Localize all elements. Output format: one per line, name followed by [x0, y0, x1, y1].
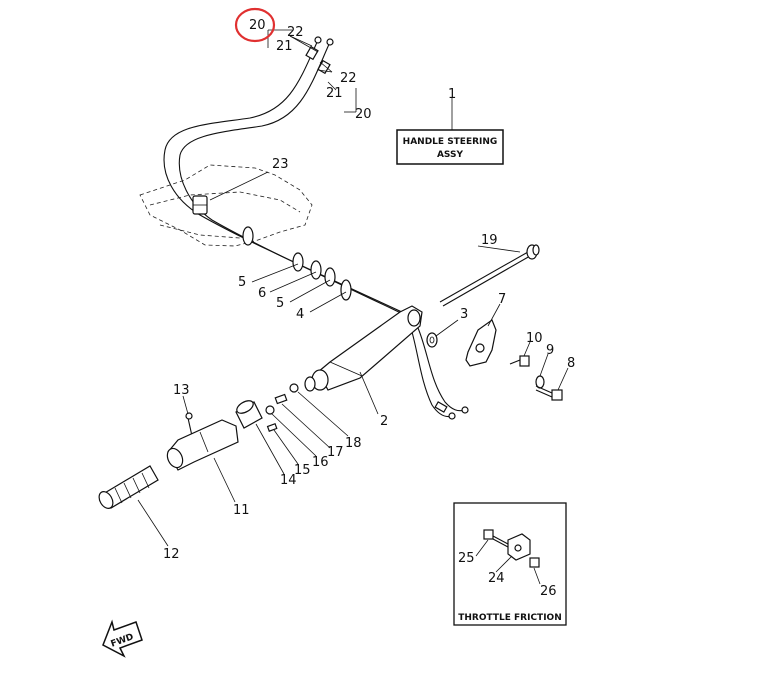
callout-3: 3	[460, 307, 468, 322]
title-box: HANDLE STEERING ASSY	[396, 129, 504, 165]
callout-4: 4	[296, 307, 304, 322]
callout-7: 7	[498, 292, 506, 307]
bolt-8	[535, 385, 563, 401]
callout-20-top: 20	[249, 18, 266, 33]
callout-23: 23	[272, 157, 289, 172]
leader-lines	[137, 29, 569, 547]
steering-arm-2	[304, 305, 423, 392]
callout-14: 14	[280, 473, 297, 488]
callout-25: 25	[458, 551, 475, 566]
callout-22-top: 22	[287, 25, 304, 40]
cable-end-top	[305, 36, 334, 75]
callout-5-upper: 5	[238, 275, 246, 290]
callout-22-bottom: 22	[340, 71, 357, 86]
washer-3	[426, 332, 438, 348]
small-parts-15-18	[265, 383, 299, 432]
callout-6: 6	[258, 286, 266, 301]
callout-13: 13	[173, 383, 190, 398]
throttle-friction-inset: 25 24 26 THROTTLE FRICTION	[453, 502, 567, 626]
grommet-23	[192, 195, 208, 215]
callout-2: 2	[380, 414, 388, 429]
callout-19: 19	[481, 233, 498, 248]
callout-16: 16	[312, 455, 329, 470]
callout-20-bottom: 20	[355, 107, 372, 122]
callout-1: 1	[448, 87, 456, 102]
title-line-1: HANDLE STEERING	[403, 137, 498, 147]
fwd-arrow: FWD	[102, 619, 143, 658]
screw-13	[185, 412, 193, 437]
callout-12: 12	[163, 547, 180, 562]
grip-12	[98, 465, 159, 509]
nut-26	[529, 557, 540, 568]
cable-end-bottom	[434, 401, 469, 420]
callout-18: 18	[345, 436, 362, 451]
highlight-circle	[234, 7, 276, 43]
collar-14	[235, 400, 263, 429]
callout-26: 26	[540, 584, 557, 599]
friction-block-24	[507, 533, 531, 561]
throttle-tube-11	[166, 419, 239, 471]
shaft-19	[439, 244, 540, 307]
callout-9: 9	[546, 343, 554, 358]
bolt-25	[483, 529, 509, 548]
bracket-7	[465, 319, 497, 367]
callout-24: 24	[488, 571, 505, 586]
callout-labels: 20 22 21 22 21 20 1 23 19 5 6 5 4 3 7 10…	[163, 18, 575, 562]
grommets-4-5-6	[242, 226, 352, 301]
callout-17: 17	[327, 445, 344, 460]
callout-10: 10	[526, 331, 543, 346]
bolt-10	[509, 355, 530, 367]
washer-3-hole	[429, 336, 435, 344]
callout-21-bottom: 21	[326, 86, 343, 101]
callout-5-lower: 5	[276, 296, 284, 311]
title-line-2: ASSY	[437, 150, 464, 160]
throttle-cables	[163, 36, 469, 420]
callout-21-top: 21	[276, 39, 293, 54]
inset-label: THROTTLE FRICTION	[458, 613, 561, 623]
callout-8: 8	[567, 356, 575, 371]
bottom-cowling-dashed	[139, 164, 313, 247]
callout-15: 15	[294, 463, 311, 478]
callout-11: 11	[233, 503, 250, 518]
